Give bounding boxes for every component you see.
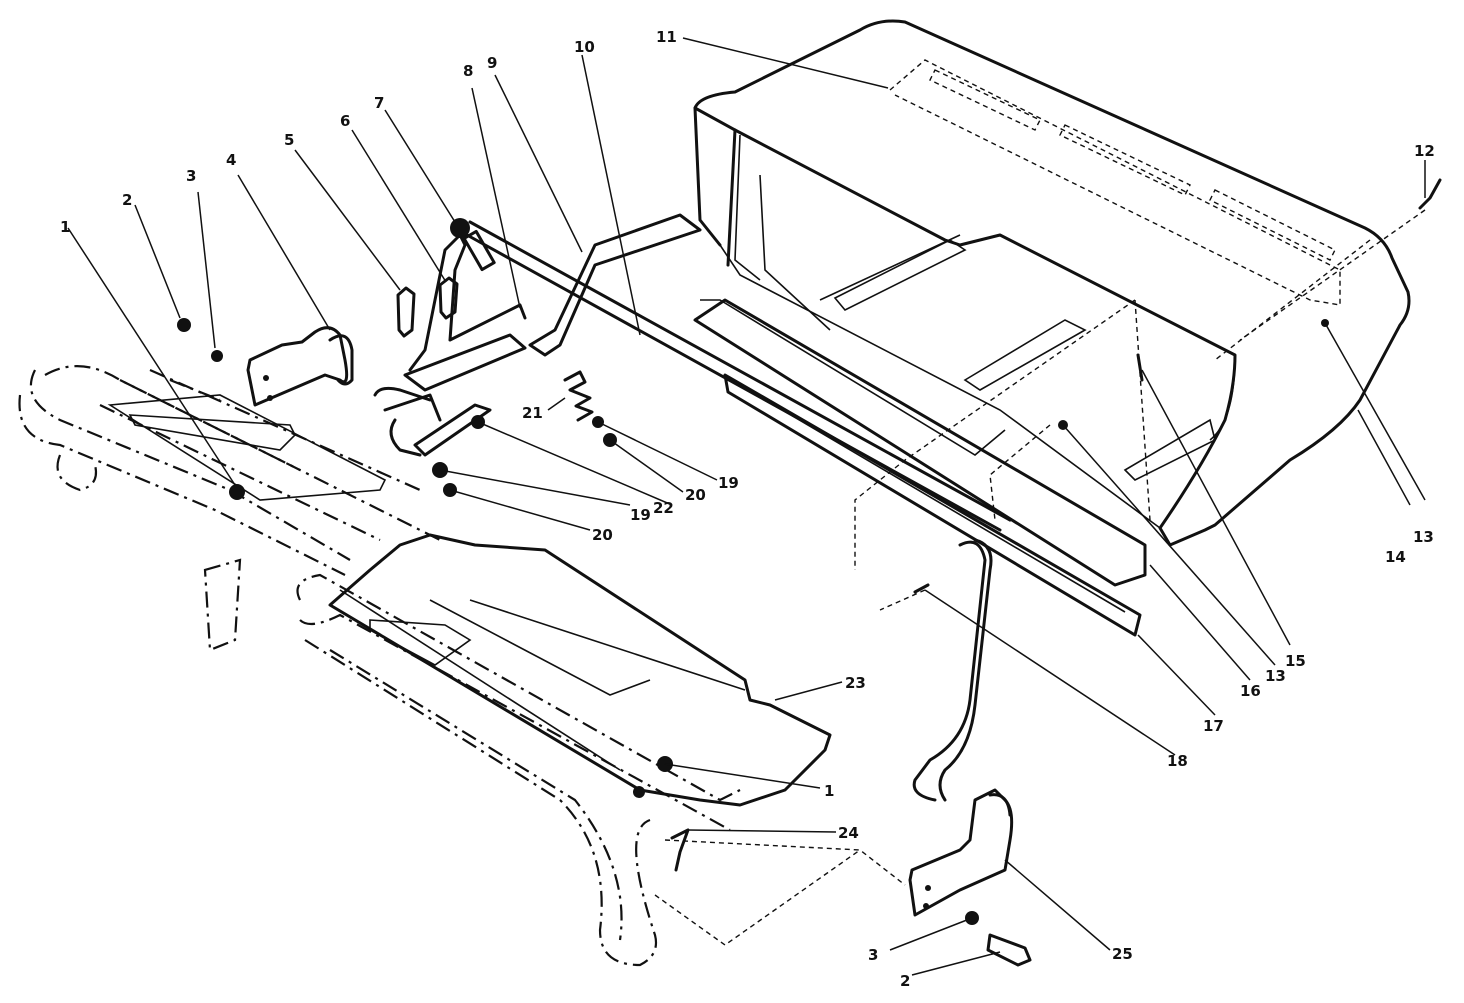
callout-5: 5 [284,131,294,149]
callout-2: 2 [122,191,132,209]
spring-hardware [177,318,1329,798]
callout-6: 6 [340,112,350,130]
callout-1b: 1 [824,782,834,800]
right-hitch-bracket [908,788,1032,967]
callout-14: 14 [1385,548,1406,566]
callout-9: 9 [487,54,497,72]
callout-10: 10 [574,38,595,56]
callout-8: 8 [463,62,473,80]
callout-13: 13 [1413,528,1434,546]
callout-17: 17 [1203,717,1224,735]
callout-15: 15 [1285,652,1306,670]
callout-3b: 3 [868,946,878,964]
callout-16: 16 [1240,682,1261,700]
rear-plate [107,394,387,501]
mounting-plate [328,533,832,807]
callout-12: 12 [1414,142,1435,160]
callout-7: 7 [374,94,384,112]
tractor-frame [18,365,741,967]
latch-bracket [373,218,527,457]
callout-20: 20 [685,486,706,504]
callout-19b: 19 [630,506,651,524]
callout-13b: 13 [1265,667,1286,685]
callout-1: 1 [60,218,70,236]
handle-rod [528,213,702,357]
callout-4: 4 [226,151,236,169]
callout-11: 11 [656,28,677,46]
callout-21: 21 [522,404,543,422]
callout-22: 22 [653,499,674,517]
hopper-bag [693,19,1411,547]
callout-20b: 20 [592,526,613,544]
left-hitch-bracket [246,326,354,407]
callout-18: 18 [1167,752,1188,770]
support-rod [456,220,1012,532]
carriage-bolts [396,276,459,338]
callout-2b: 2 [900,972,910,990]
callout-23: 23 [845,674,866,692]
callout-25: 25 [1112,945,1133,963]
phantom-lines [654,209,1426,946]
deflector-plate [693,298,1147,587]
leader-lines [67,37,1426,976]
clip-pins [670,178,1442,872]
callout-24: 24 [838,824,859,842]
callout-labels: 1 2 3 4 5 6 7 8 9 10 11 12 13 14 15 16 1… [60,28,1435,990]
callout-3: 3 [186,167,196,185]
callout-19: 19 [718,474,739,492]
hand-lever [912,538,993,802]
